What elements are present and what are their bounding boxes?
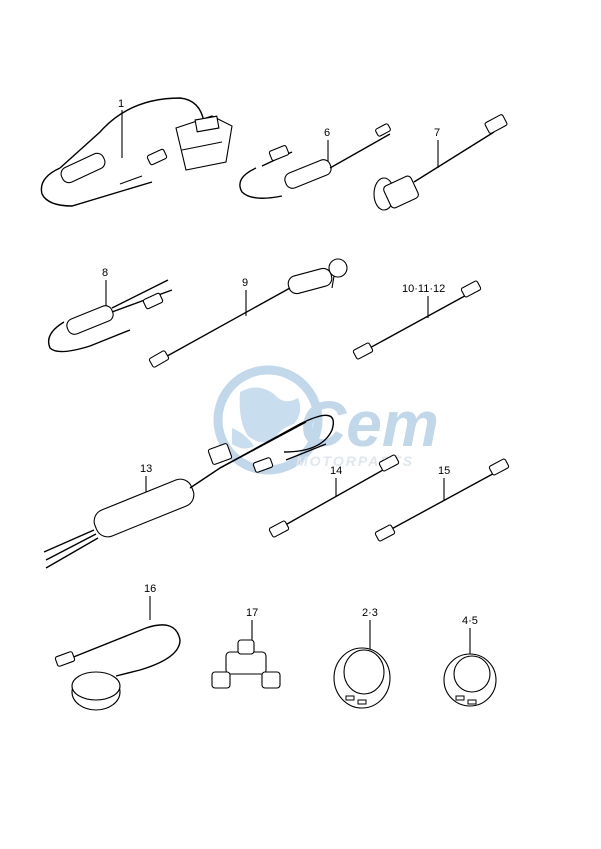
part-17-t-connector: 17 bbox=[211, 607, 281, 689]
watermark-globe-icon bbox=[213, 365, 323, 475]
part-1-antenna-cable: 1 bbox=[40, 97, 233, 207]
part-10-11-12-cable: 10·11·12 bbox=[352, 280, 482, 360]
part-16-transducer: 16 bbox=[54, 583, 181, 711]
callout-4-5: 4·5 bbox=[462, 615, 478, 627]
part-7-cable-grommet: 7 bbox=[373, 114, 508, 211]
callout-2-3: 2·3 bbox=[362, 607, 378, 619]
callout-13: 13 bbox=[140, 463, 152, 475]
callout-14: 14 bbox=[330, 465, 342, 477]
part-9-sensor-cable: 9 bbox=[148, 258, 348, 368]
callout-17: 17 bbox=[246, 607, 258, 619]
part-14-cable: 14 bbox=[268, 454, 400, 538]
part-4-5-ring: 4·5 bbox=[443, 615, 497, 707]
callout-1: 1 bbox=[118, 98, 124, 110]
callout-15: 15 bbox=[438, 465, 450, 477]
callout-9: 9 bbox=[242, 277, 248, 289]
part-8-cable: 8 bbox=[47, 267, 173, 353]
callout-16: 16 bbox=[144, 583, 156, 595]
watermark-brand: Cem bbox=[300, 388, 439, 460]
part-2-3-ring: 2·3 bbox=[333, 607, 391, 709]
callout-6: 6 bbox=[324, 127, 330, 139]
watermark: Cem MOTORPARTS bbox=[213, 365, 439, 475]
part-15-cable: 15 bbox=[374, 458, 510, 542]
part-13-harness: 13 bbox=[43, 414, 334, 569]
callout-10-11-12: 10·11·12 bbox=[402, 283, 445, 295]
callout-8: 8 bbox=[102, 267, 108, 279]
callout-7: 7 bbox=[434, 127, 440, 139]
part-6-cable: 6 bbox=[239, 123, 391, 199]
